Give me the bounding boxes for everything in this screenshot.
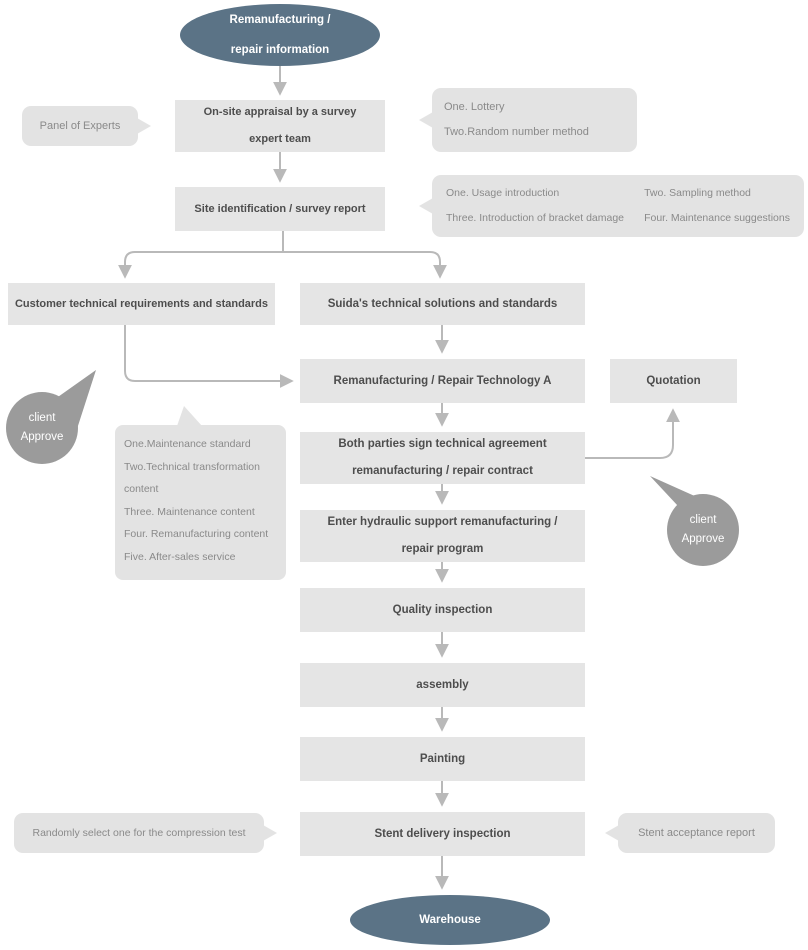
- callout-panel-of-experts: Panel of Experts: [22, 106, 151, 146]
- callout-pointer-right: [137, 118, 151, 134]
- callout-selection-method: One. Lottery Two.Random number method: [419, 88, 637, 152]
- callout-panel-of-experts-text: Panel of Experts: [39, 119, 121, 132]
- step-sign-contract: Both parties sign technical agreement re…: [300, 432, 585, 484]
- callout-survey-col1: One. Usage introduction Three. Introduct…: [446, 187, 625, 224]
- callout-survey-report-contents: One. Usage introduction Three. Introduct…: [419, 175, 804, 237]
- start-node: Remanufacturing / repair information: [180, 4, 380, 66]
- callout-pointer-right: [263, 825, 277, 841]
- step-quality-inspection: Quality inspection: [300, 588, 585, 632]
- end-node-warehouse: Warehouse: [350, 895, 550, 945]
- callout-contract-items-text: One.Maintenance standard Two.Technical t…: [124, 438, 269, 563]
- callout-contract-items: One.Maintenance standard Two.Technical t…: [115, 406, 286, 580]
- step-repair-technology: Remanufacturing / Repair Technology A: [300, 359, 585, 403]
- callout-pointer-left: [605, 825, 619, 841]
- connector-sign-quotation: [584, 408, 680, 459]
- step-onsite-appraisal: On-site appraisal by a survey expert tea…: [175, 100, 385, 152]
- connector-customer-tech: [124, 324, 294, 388]
- step-quotation: Quotation: [610, 359, 737, 403]
- callout-compression-test: Randomly select one for the compression …: [14, 813, 277, 853]
- step-painting: Painting: [300, 737, 585, 781]
- callout-pointer-up: [177, 406, 202, 426]
- step-site-identification: Site identification / survey report: [175, 187, 385, 231]
- callout-compression-test-text: Randomly select one for the compression …: [32, 826, 246, 839]
- callout-pointer-left: [419, 198, 433, 214]
- step-customer-requirements: Customer technical requirements and stan…: [8, 283, 275, 325]
- client-approve-right-badge: client Approve: [667, 494, 739, 566]
- step-stent-delivery: Stent delivery inspection: [300, 812, 585, 856]
- step-suida-solutions: Suida's technical solutions and standard…: [300, 283, 585, 325]
- callout-acceptance-report-text: Stent acceptance report: [638, 826, 755, 839]
- connector-split-customer: [118, 251, 284, 279]
- callout-acceptance-report: Stent acceptance report: [605, 813, 775, 853]
- callout-survey-col2: Two. Sampling method Four. Maintenance s…: [644, 187, 790, 224]
- step-assembly: assembly: [300, 663, 585, 707]
- connector-split-suida: [282, 251, 447, 279]
- step-enter-program: Enter hydraulic support remanufacturing …: [300, 510, 585, 562]
- callout-pointer-left: [419, 112, 433, 128]
- client-approve-left-badge: client Approve: [6, 392, 78, 464]
- approve-left-pointer: [48, 370, 96, 432]
- callout-selection-method-text: One. Lottery Two.Random number method: [444, 101, 589, 138]
